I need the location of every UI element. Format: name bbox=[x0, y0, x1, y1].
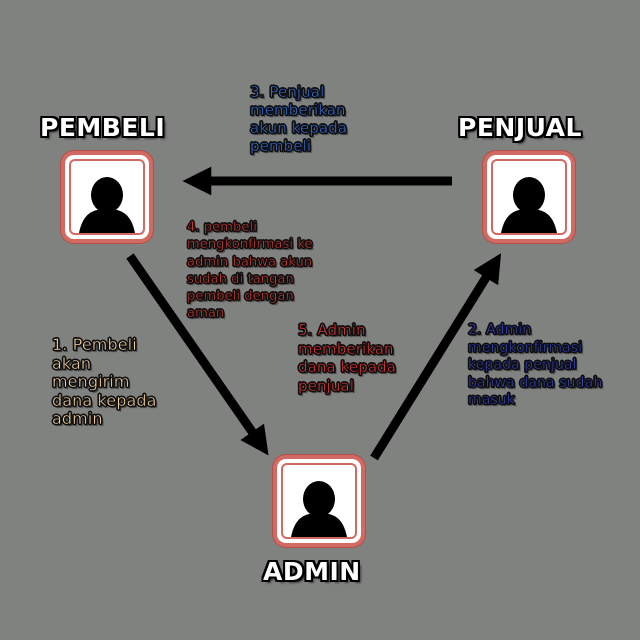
avatar-frame bbox=[69, 159, 145, 235]
step-line: sudah di tangan bbox=[187, 271, 294, 287]
step-3-note: 3. Penjual memberikan akun kepada pembel… bbox=[250, 83, 347, 155]
step-line: 1. Pembeli bbox=[52, 335, 137, 354]
node-label-pembeli: PEMBELI bbox=[39, 112, 166, 142]
step-line: aman bbox=[187, 306, 225, 322]
step-line: akan bbox=[52, 353, 92, 373]
step-line: admin bbox=[52, 409, 103, 428]
step-line: pembeli bbox=[250, 137, 312, 155]
step-line: admin bahwa akun bbox=[187, 254, 313, 270]
user-silhouette-icon bbox=[501, 177, 557, 233]
step-line: kepada penjual bbox=[468, 357, 577, 373]
step-line: memberikan bbox=[298, 339, 394, 358]
edge-admin-to-penjual bbox=[370, 253, 502, 461]
avatar-frame bbox=[491, 159, 567, 235]
avatar-frame bbox=[281, 463, 357, 539]
step-line: 5. Admin bbox=[298, 321, 366, 339]
node-label-penjual: PENJUAL bbox=[457, 112, 582, 142]
step-5-note: 5. Admin memberikan dana kepada penjual bbox=[298, 321, 396, 395]
node-pembeli bbox=[65, 155, 149, 239]
user-silhouette-icon bbox=[79, 177, 135, 233]
step-line: 3. Penjual bbox=[250, 83, 325, 101]
step-line: memberikan bbox=[250, 101, 346, 119]
node-label-admin: ADMIN bbox=[262, 556, 361, 586]
step-line: mengirim bbox=[52, 372, 130, 391]
step-line: akun kepada bbox=[250, 119, 348, 137]
step-line: bahwa dana sudah bbox=[468, 374, 603, 391]
step-line: penjual bbox=[298, 376, 354, 395]
step-line: mengkonfirmasi bbox=[468, 339, 583, 356]
user-silhouette-icon bbox=[291, 481, 347, 537]
step-2-note: 2. Admin mengkonfirmasi kepada penjual b… bbox=[468, 322, 603, 410]
step-line: dana kepada bbox=[298, 358, 397, 376]
step-line: dana kepada bbox=[52, 390, 157, 410]
step-line: mengkonfirmasi ke bbox=[187, 237, 313, 253]
step-4-note: 4. pembeli mengkonfirmasi ke admin bahwa… bbox=[187, 219, 313, 323]
step-1-note: 1. Pembeli akan mengirim dana kepada adm… bbox=[52, 335, 157, 429]
edge-pembeli-to-admin bbox=[126, 253, 269, 456]
step-line: pembeli dengan bbox=[187, 289, 294, 305]
node-penjual bbox=[487, 155, 571, 239]
node-admin bbox=[277, 459, 361, 543]
step-line: 4. pembeli bbox=[187, 220, 257, 235]
step-line: masuk bbox=[468, 392, 515, 408]
step-line: 2. Admin bbox=[468, 322, 532, 338]
